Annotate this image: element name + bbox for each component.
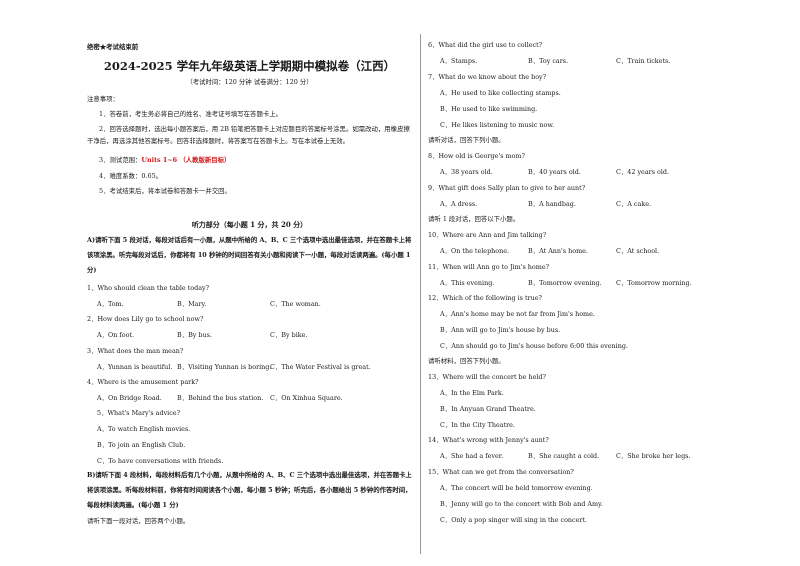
q7-stem: 7．What do we know about the boy?	[428, 73, 547, 81]
q1-stem: 1．Who should clean the table today?	[87, 284, 210, 292]
note-3: 3．测试范围：Units 1~6 （人教版新目标）	[99, 156, 230, 165]
q3-option-c: C．The Water Festival is great.	[270, 363, 371, 371]
q13-option-c: C．In the City Theatre.	[440, 421, 515, 429]
q3-option-b: B．Visiting Yunnan is boring.	[177, 363, 272, 371]
exam-info: （考试时间：120 分钟 试卷满分：120 分）	[186, 78, 313, 86]
q12-option-c: C．Ann should go to Jim's house before 6:…	[440, 342, 628, 350]
q9-option-a: A．A dress.	[440, 200, 478, 208]
q1-option-a: A．Tom.	[97, 300, 124, 308]
q7-option-c: C．He likes listening to music now.	[440, 121, 555, 129]
q14-option-b: B．She caught a cold.	[528, 452, 600, 460]
q5-stem: 5．What's Mary's advice?	[97, 409, 181, 417]
q11-option-c: C．Tomorrow morning.	[616, 279, 692, 287]
note-1: 1．答卷前，考生务必将自己的姓名、准考证号填写在答题卡上。	[99, 110, 283, 118]
exam-title: 2024-2025 学年九年级英语上学期期中模拟卷（江西）	[103, 59, 396, 73]
q12-option-a: A．Ann's home may be not far from Jim's h…	[440, 310, 595, 318]
q5-option-b: B．To join an English Club.	[97, 441, 186, 449]
q10-option-c: C．At school.	[616, 247, 660, 255]
q11-stem: 11．When will Ann go to Jim's home?	[428, 263, 550, 271]
q2-option-b: B．By bus.	[177, 331, 212, 339]
q8-option-c: C．42 years old.	[616, 168, 670, 176]
q14-option-c: C．She broke her legs.	[616, 452, 691, 460]
q12-option-b: B．Ann will go to Jim's house by bus.	[440, 326, 561, 334]
q5-option-a: A．To watch English movies.	[97, 425, 191, 433]
column-divider	[420, 34, 421, 554]
q8-option-b: B．40 years old.	[528, 168, 581, 176]
instruction-q6-7: 请听下面一段对话，回答两个小题。	[87, 517, 190, 525]
test-range: Units 1~6 （人教版新目标）	[141, 156, 231, 164]
q4-option-b: B．Behind the bus station.	[177, 394, 264, 402]
q14-option-a: A．She had a fever.	[440, 452, 504, 460]
q9-stem: 9．What gift does Sally plan to give to h…	[428, 184, 586, 192]
q6-option-c: C．Train tickets.	[616, 57, 671, 65]
notes-heading: 注意事项：	[87, 95, 119, 103]
note-4: 4．难度系数：0.65。	[99, 172, 163, 180]
q14-stem: 14．What's wrong with Jenny's aunt?	[428, 436, 549, 444]
q2-option-c: C．By bike.	[270, 331, 308, 339]
instruction-q10-12: 请听 1 段对话，回答以下小题。	[428, 215, 520, 223]
q7-option-a: A．He used to like collecting stamps.	[440, 89, 561, 97]
note-5: 5．考试结束后，将本试卷和答题卡一并交回。	[99, 187, 231, 195]
part-a-instructions: A)请听下面 5 段对话，每段对话后有一小题，从题中所给的 A、B、C 三个选项…	[87, 236, 412, 274]
secret-label: 绝密★考试结束前	[87, 43, 139, 51]
q2-stem: 2．How does Lily go to school now?	[87, 315, 204, 323]
q15-option-c: C．Only a pop singer will sing in the con…	[440, 516, 588, 524]
q13-option-b: B．In Anyuan Grand Theatre.	[440, 405, 536, 413]
instruction-q13-15: 请听材料，回答下列小题。	[428, 357, 505, 365]
q12-stem: 12．Which of the following is true?	[428, 294, 542, 302]
q4-option-a: A．On Bridge Road.	[97, 394, 162, 402]
q13-stem: 13．Where will the concert be held?	[428, 373, 546, 381]
listening-heading: 听力部分（每小题 1 分，共 20 分）	[191, 220, 308, 229]
q6-option-b: B．Toy cars.	[528, 57, 569, 65]
q4-option-c: C．On Xinhua Square.	[270, 394, 343, 402]
q7-option-b: B．He used to like swimming.	[440, 105, 538, 113]
q9-option-b: B．A handbag.	[528, 200, 576, 208]
q1-option-c: C．The woman.	[270, 300, 321, 308]
q11-option-a: A．This evening.	[440, 279, 495, 287]
note-3-prefix: 3．测试范围：	[99, 156, 142, 164]
q9-option-c: C．A cake.	[616, 200, 652, 208]
instruction-q8-9: 请听对话，回答下列小题。	[428, 136, 505, 144]
q5-option-c: C．To have conversations with friends.	[97, 457, 224, 465]
q2-option-a: A．On foot.	[97, 331, 135, 339]
q10-option-b: B．At Ann's home.	[528, 247, 588, 255]
q10-option-a: A．On the telephone.	[440, 247, 510, 255]
q8-stem: 8．How old is George's mom?	[428, 152, 525, 160]
part-b-instructions: B)请听下面 4 段材料，每段材料后有几个小题，从题中所给的 A、B、C 三个选…	[87, 471, 412, 509]
q11-option-b: B．Tomorrow evening.	[528, 279, 602, 287]
q6-stem: 6．What did the girl use to collect?	[428, 41, 543, 49]
note-2: 2．回答选择题时，选出每小题答案后，用 2B 铅笔把答题卡上对应题目的答案标号涂…	[87, 125, 410, 145]
q10-stem: 10．Where are Ann and Jim talking?	[428, 231, 547, 239]
q3-option-a: A．Yunnan is beautiful.	[97, 363, 173, 371]
q6-option-a: A．Stamps.	[440, 57, 478, 65]
q15-option-a: A．The concert will be held tomorrow even…	[440, 484, 593, 492]
q13-option-a: A．In the Elm Park.	[440, 389, 504, 397]
q15-option-b: B．Jenny will go to the concert with Bob …	[440, 500, 603, 508]
q15-stem: 15．What can we get from the conversation…	[428, 468, 574, 476]
q3-stem: 3．What does the man mean?	[87, 347, 184, 355]
q4-stem: 4．Where is the amusement park?	[87, 378, 199, 386]
q1-option-b: B．Mary.	[177, 300, 207, 308]
q8-option-a: A．38 years old.	[440, 168, 493, 176]
